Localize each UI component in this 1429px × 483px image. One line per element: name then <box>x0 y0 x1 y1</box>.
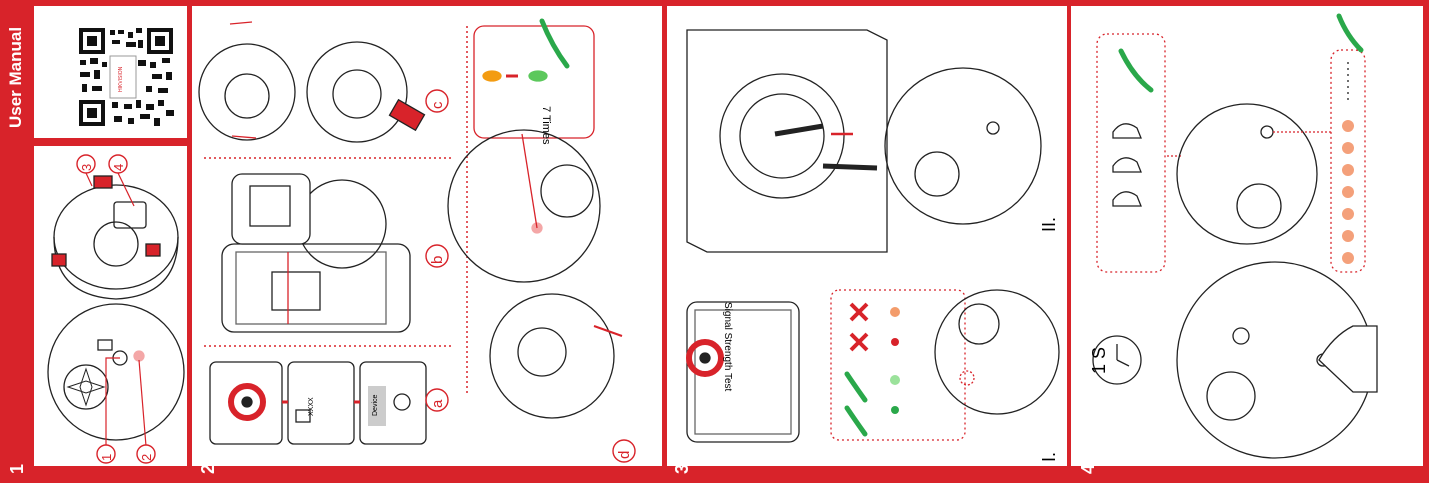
timer-label: 1 S <box>1089 347 1110 374</box>
signal-test-drawing <box>687 290 1059 442</box>
qr-panel: HIKVISION <box>34 6 187 138</box>
step-ii-label: II. <box>1039 217 1060 232</box>
step-c-label: c <box>429 102 446 110</box>
signal-test-text: Signal Strength Test <box>722 302 733 391</box>
section-2-number: 2 <box>198 464 219 474</box>
detector-base-drawing <box>52 176 178 299</box>
step-d-label: d <box>616 451 633 459</box>
qr-brand-label: HIKVISION <box>118 67 124 92</box>
callout-2: 2 <box>139 454 154 461</box>
section-3-panel: Signal Strength Test II. I. <box>667 6 1067 466</box>
blink-count: 7 Times <box>540 106 552 145</box>
step-letter-circles <box>426 90 635 462</box>
callout-lines <box>86 173 146 446</box>
step-i-label: I. <box>1039 452 1060 462</box>
section-3-drawing <box>667 6 1067 466</box>
section-2-panel: c b a d XXXX Device 7 Times <box>192 6 662 466</box>
step-b-label: b <box>429 256 446 264</box>
callout-3: 3 <box>79 164 94 171</box>
section-4-drawing <box>1071 6 1423 466</box>
manual-title: User Manual <box>6 27 26 128</box>
qr-code <box>34 6 187 138</box>
alarm-indication-drawing <box>1097 16 1365 272</box>
callout-1: 1 <box>99 454 114 461</box>
section-4-panel: 1 S <box>1071 6 1423 466</box>
step-a-label: a <box>429 400 446 408</box>
section-1-panel: 3 4 1 2 <box>34 146 187 466</box>
section-1-drawing <box>34 146 187 466</box>
section-4-number: 4 <box>1078 464 1099 474</box>
section-1-number: 1 <box>7 464 28 474</box>
app-device-button: Device <box>372 395 379 416</box>
section-3-number: 3 <box>672 464 693 474</box>
wall-mount-drawing <box>687 30 1041 252</box>
step-c-drawings <box>199 22 424 142</box>
step-a-drawings <box>210 362 426 444</box>
app-item-label: XXXX <box>308 397 315 416</box>
callout-4: 4 <box>111 164 126 171</box>
step-d-drawings <box>448 21 622 418</box>
section-2-drawing <box>192 6 662 466</box>
test-button-drawing <box>1093 262 1377 458</box>
detector-front-drawing <box>48 304 184 440</box>
step-b-drawings <box>222 174 410 332</box>
